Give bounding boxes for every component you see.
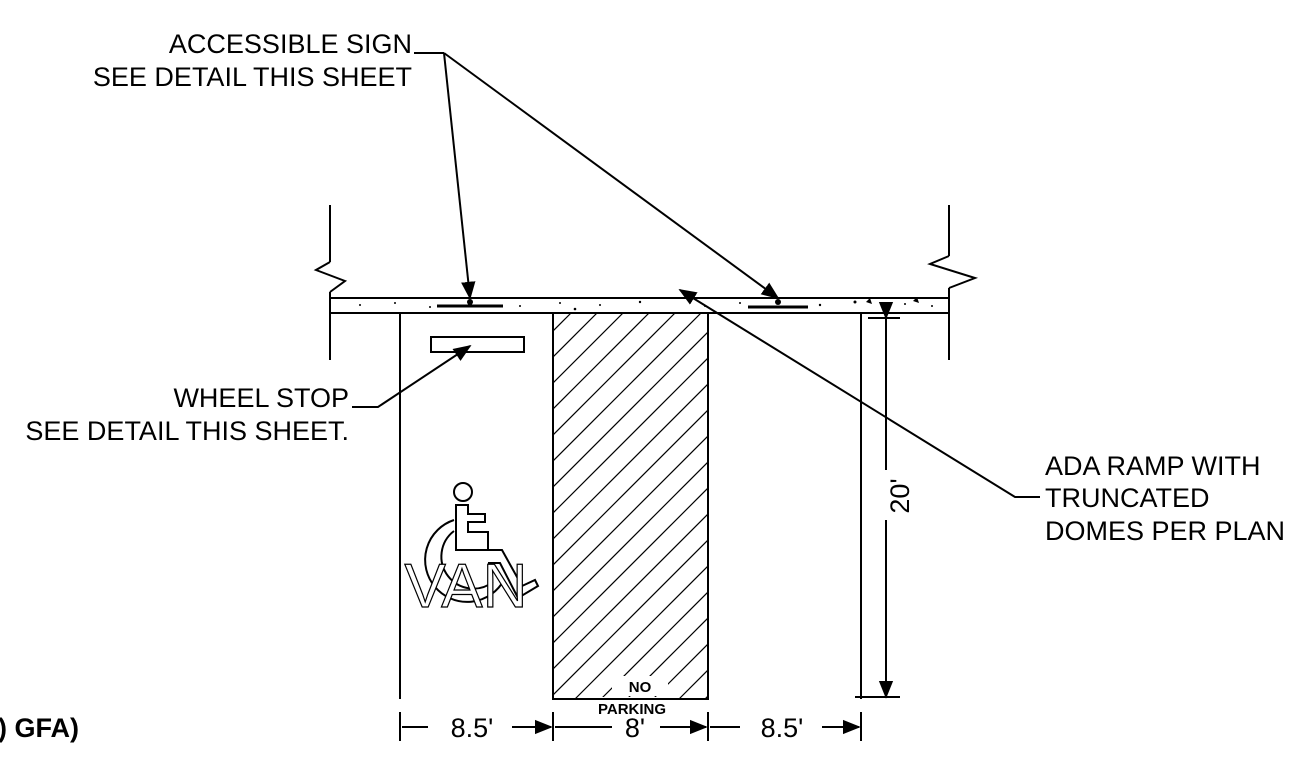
stall-lines <box>399 313 862 699</box>
break-line-left <box>313 205 348 360</box>
break-line-right <box>927 205 979 360</box>
width-label-left: 8.5' <box>451 713 494 743</box>
ada-ramp-label-line2: TRUNCATED <box>1045 483 1210 513</box>
hatch-line <box>574 565 708 699</box>
hatch-line <box>626 617 708 699</box>
wheel-stop <box>430 336 525 353</box>
hatch-line <box>553 357 708 514</box>
hatch-line <box>553 461 708 618</box>
hatch-line <box>553 513 708 670</box>
width-label-middle: 8' <box>625 713 645 743</box>
hatch-line <box>553 409 708 566</box>
depth-dimension <box>855 301 900 699</box>
depth-dimension-label: 20' <box>885 478 915 513</box>
wheel-stop-label-line1: WHEEL STOP <box>173 383 349 413</box>
no-parking-label-line2: PARKING <box>598 701 666 718</box>
hatch-line <box>553 383 708 540</box>
hatch-line <box>553 313 598 358</box>
hatch-line <box>553 435 708 592</box>
width-dimensions <box>399 712 862 741</box>
width-label-right: 8.5' <box>761 713 804 743</box>
van-label: VAN <box>405 552 528 621</box>
ada-ramp-label-line3: DOMES PER PLAN <box>1045 516 1285 546</box>
leader-lines <box>352 52 1040 498</box>
hatch-line <box>553 331 708 488</box>
no-parking-label-line1: NO <box>629 679 652 696</box>
hatch-line <box>600 591 708 699</box>
sidewalk-strip <box>330 297 950 314</box>
hatch-line <box>553 487 708 644</box>
partial-title-note: ) GFA) <box>0 713 79 743</box>
wheelchair-icon <box>424 482 540 603</box>
accessible-sign-label-line1: ACCESSIBLE SIGN <box>169 29 412 59</box>
hatch-line <box>553 539 708 696</box>
hatch-line <box>553 313 572 332</box>
hatch-line <box>652 643 708 699</box>
hatch-line <box>553 313 650 410</box>
wheel-stop-label-line2: SEE DETAIL THIS SHEET. <box>25 416 349 446</box>
hatch-line <box>159 299 559 699</box>
accessible-sign-label-line2: SEE DETAIL THIS SHEET <box>93 62 412 92</box>
hatch-line <box>553 313 624 384</box>
hatch-line <box>553 313 676 436</box>
no-parking-aisle: NO PARKING <box>133 299 709 718</box>
ada-ramp-label-line1: ADA RAMP WITH <box>1045 451 1261 481</box>
hatch-line <box>553 313 702 462</box>
sign-post-left <box>437 299 503 308</box>
sign-post-right <box>748 299 808 309</box>
hatch-line <box>678 669 708 699</box>
hatch-line <box>133 299 533 699</box>
